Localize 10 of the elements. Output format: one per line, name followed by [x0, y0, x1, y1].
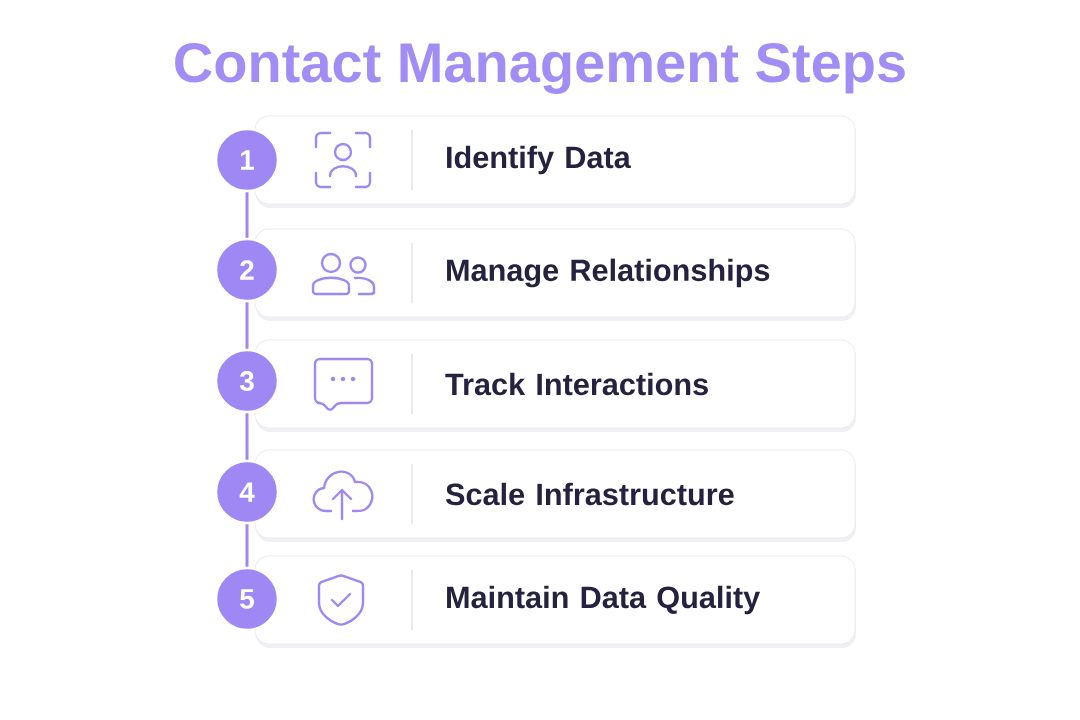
connector-line — [245, 192, 249, 238]
step-card: Manage Relationships — [254, 228, 856, 321]
connector-line — [245, 413, 249, 460]
step-card: Identify Data — [254, 115, 856, 208]
connector-line — [245, 524, 249, 567]
title: Contact Management Steps — [175, 42, 905, 94]
step-card: Track Interactions — [254, 339, 856, 432]
step-card: Maintain Data Quality — [254, 555, 856, 648]
step-card: Scale Infrastructure — [254, 449, 856, 542]
connector-line — [245, 302, 249, 349]
